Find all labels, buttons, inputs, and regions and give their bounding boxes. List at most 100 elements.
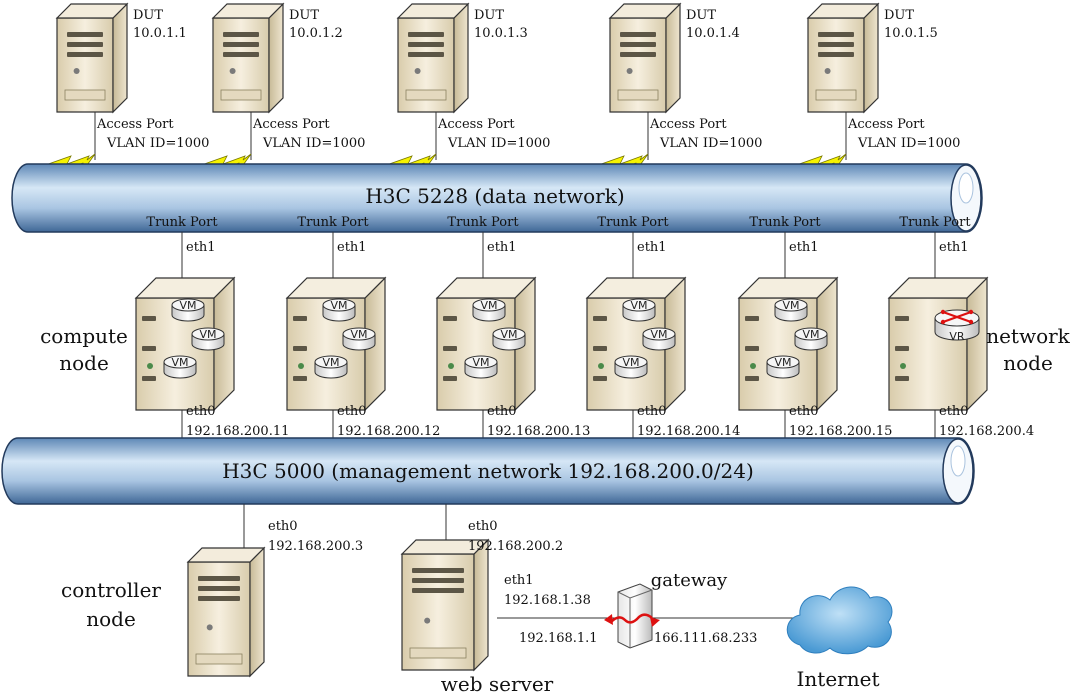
eth0-label: eth0 [186,404,216,419]
node-ip-label: 192.168.200.11 [186,424,289,439]
dut-ip: 10.0.1.5 [884,26,938,41]
webserver-eth1: eth1 [504,573,534,588]
vm-icon: VM [314,355,348,379]
svg-text:VM: VM [480,299,497,312]
trunk-port-label: Trunk Port [749,215,821,230]
vm-icon: VM [642,327,676,351]
virtual-router-icon: VR [934,309,980,343]
svg-text:VM: VM [782,299,799,312]
dut-tag: DUT [686,8,716,23]
trunk-port-label: Trunk Port [297,215,369,230]
trunk-port-label: Trunk Port [597,215,669,230]
vm-icon: VM [492,327,526,351]
dut-ip: 10.0.1.4 [686,26,740,41]
compute-node-label-2: node [59,351,109,375]
data-switch[interactable]: H3C 5228 (data network) [11,163,983,233]
node-row: Trunk Porteth1VMVMVMeth0192.168.200.11Tr… [134,215,1034,439]
internet-label: Internet [797,667,880,691]
controller-node[interactable]: eth0 192.168.200.3 controller node [61,504,363,678]
vm-icon: VM [191,327,225,351]
web-server[interactable]: eth0 192.168.200.2 eth1 192.168.1.38 web… [400,504,591,696]
eth1-label: eth1 [637,240,667,255]
gateway-firewall-icon [610,613,653,624]
node-ip-label: 192.168.200.4 [939,424,1034,439]
internet-cloud-icon[interactable] [786,586,893,655]
gateway-wan-ip: 166.111.68.233 [654,631,757,646]
node-ip-label: 192.168.200.12 [337,424,440,439]
dut-ip: 10.0.1.1 [133,26,187,41]
vm-icon: VM [171,298,205,322]
gateway-label: gateway [651,570,728,591]
webserver-eth0: eth0 [468,519,498,534]
svg-text:VM: VM [322,356,339,369]
trunk-port-label: Trunk Port [146,215,218,230]
gateway-lan-ip: 192.168.1.1 [519,631,598,646]
svg-text:VR: VR [949,330,965,343]
svg-text:VM: VM [330,299,347,312]
svg-text:VM: VM [350,328,367,341]
controller-label: controller [61,578,161,602]
eth0-label: eth0 [487,404,517,419]
dut-port-label: Access Port [252,117,330,132]
vm-icon: VM [464,355,498,379]
dut-tag: DUT [474,8,504,23]
node-ip-label: 192.168.200.15 [789,424,892,439]
controller-server-icon [186,546,266,678]
svg-text:VM: VM [630,299,647,312]
web-server-label: web server [441,672,554,696]
controller-ip: 192.168.200.3 [268,539,363,554]
dut-port-label: Access Port [96,117,174,132]
network-node-label: network [986,324,1070,348]
data-switch-label: H3C 5228 (data network) [365,184,624,208]
eth0-label: eth0 [939,404,969,419]
dut-vlan-label: VLAN ID=1000 [262,136,365,151]
eth1-label: eth1 [789,240,819,255]
node-ip-label: 192.168.200.14 [637,424,740,439]
eth1-label: eth1 [939,240,969,255]
eth1-label: eth1 [186,240,216,255]
trunk-port-label: Trunk Port [899,215,971,230]
webserver-ip0: 192.168.200.2 [468,539,563,554]
management-switch-label: H3C 5000 (management network 192.168.200… [222,459,754,483]
dut-tag: DUT [289,8,319,23]
controller-label-2: node [86,607,136,631]
dut-ip: 10.0.1.2 [289,26,343,41]
svg-text:VM: VM [650,328,667,341]
eth1-label: eth1 [487,240,517,255]
dut-vlan-label: VLAN ID=1000 [106,136,209,151]
trunk-port-label: Trunk Port [447,215,519,230]
vm-icon: VM [472,298,506,322]
eth0-label: eth0 [337,404,367,419]
svg-text:VM: VM [171,356,188,369]
dut-ip: 10.0.1.3 [474,26,528,41]
compute-node-label: compute [40,324,128,348]
svg-text:VM: VM [472,356,489,369]
vm-icon: VM [342,327,376,351]
eth1-label: eth1 [337,240,367,255]
webserver-ip1: 192.168.1.38 [504,593,591,608]
web-server-icon [400,538,490,672]
management-switch[interactable]: H3C 5000 (management network 192.168.200… [1,437,975,505]
vm-icon: VM [163,355,197,379]
vm-icon: VM [794,327,828,351]
dut-vlan-label: VLAN ID=1000 [857,136,960,151]
dut-vlan-label: VLAN ID=1000 [659,136,762,151]
vm-icon: VM [614,355,648,379]
vm-icon: VM [322,298,356,322]
eth0-label: eth0 [637,404,667,419]
node-ip-label: 192.168.200.13 [487,424,590,439]
gateway-device[interactable] [604,583,660,649]
